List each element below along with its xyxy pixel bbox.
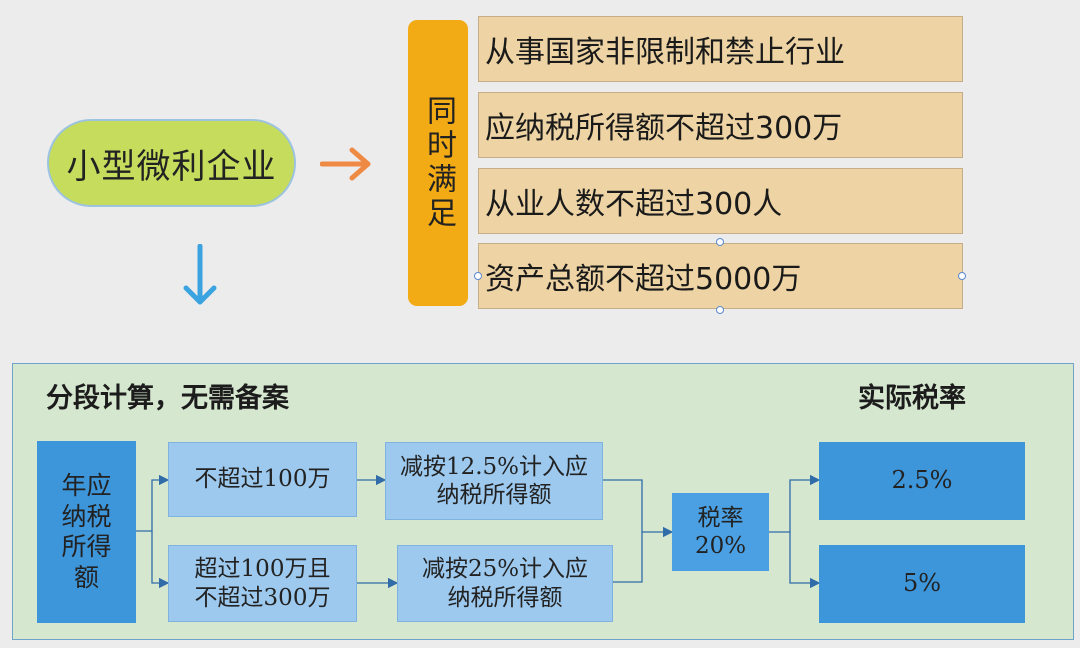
effective-rate-node-2-5: 2.5%	[819, 442, 1025, 520]
selection-handle[interactable]	[716, 238, 724, 246]
selection-handle[interactable]	[474, 272, 482, 280]
arrow-right-icon	[320, 147, 371, 181]
condition-row-employees: 从业人数不超过300人	[478, 168, 963, 234]
arrow-down-icon	[183, 244, 217, 305]
condition-header-bar: 同时满足	[408, 20, 468, 306]
effective-rate-node-5: 5%	[819, 545, 1025, 623]
small-micro-enterprise-label: 小型微利企业	[47, 119, 296, 207]
bracket-node-1m-to-3m: 超过100万且不超过300万	[168, 545, 357, 622]
bracket-node-under-1m: 不超过100万	[168, 442, 357, 517]
reduction-node-12-5: 减按12.5%计入应纳税所得额	[385, 442, 603, 520]
condition-row-assets: 资产总额不超过5000万	[478, 243, 963, 309]
condition-row-income: 应纳税所得额不超过300万	[478, 92, 963, 158]
panel-title: 分段计算，无需备案	[46, 383, 289, 414]
selection-handle[interactable]	[716, 306, 724, 314]
reduction-node-25: 减按25%计入应纳税所得额	[397, 545, 613, 622]
rate-title: 实际税率	[858, 383, 966, 414]
condition-row-industry: 从事国家非限制和禁止行业	[478, 16, 963, 82]
selection-handle[interactable]	[958, 272, 966, 280]
tax-rate-node: 税率20%	[672, 493, 769, 571]
annual-taxable-income-node: 年应纳税所得额	[37, 441, 136, 623]
